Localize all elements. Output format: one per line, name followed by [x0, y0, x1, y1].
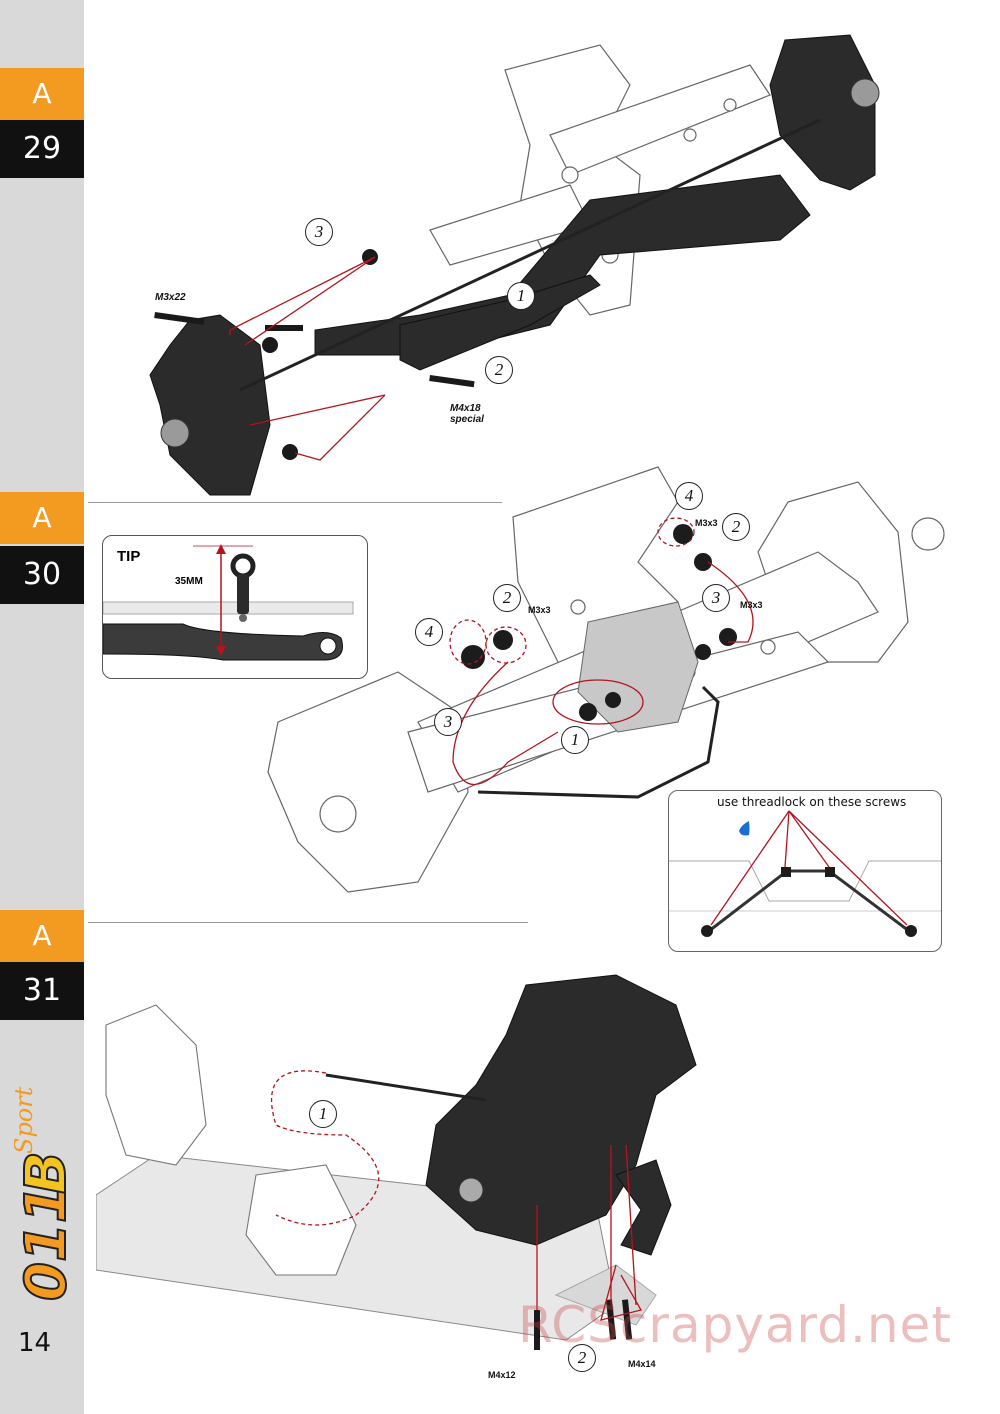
divider-step-31: [88, 922, 528, 923]
watermark: RCScrapyard.net: [518, 1296, 952, 1354]
step-number-31: 31: [0, 962, 84, 1020]
step-31-callout-2: 2: [568, 1344, 596, 1372]
step-30-callout-2b: 2: [722, 513, 750, 541]
step-30-diagram: [267, 466, 945, 893]
threadlock-diagram: [669, 810, 941, 937]
step-29-callout-3: 3: [305, 218, 333, 246]
screw-label-m3x22: M3x22: [155, 292, 186, 303]
step-letter-31: A: [0, 910, 84, 962]
threadlock-note: use threadlock on these screws: [717, 795, 907, 809]
divider-step-30: [88, 502, 502, 503]
tip-title: TIP: [117, 548, 141, 565]
tip-box: TIP 35MM: [102, 535, 368, 679]
step-30-callout-4b: 4: [675, 482, 703, 510]
brand-logo: 011 B Sport: [14, 1086, 76, 1302]
step-letter-30: A: [0, 492, 84, 544]
screw-label-m3x3-c: M3x3: [740, 600, 763, 610]
svg-text:Sport: Sport: [14, 1086, 38, 1154]
svg-text:011: 011: [14, 1184, 76, 1301]
step-number-29: 29: [0, 120, 84, 178]
threadlock-box: use threadlock on these screws: [668, 790, 942, 952]
tip-diagram: [103, 544, 354, 661]
step-letter-29: A: [0, 68, 84, 120]
screw-label-m3x3-b: M3x3: [695, 518, 718, 528]
screw-label-m3x3-a: M3x3: [528, 605, 551, 615]
screw-label-special: special: [450, 414, 484, 425]
step-30-callout-3b: 3: [702, 584, 730, 612]
step-30-callout-1: 1: [561, 726, 589, 754]
step-30-callout-2a: 2: [493, 584, 521, 612]
sidebar: [0, 0, 84, 1414]
step-29-callout-2: 2: [485, 356, 513, 384]
step-31-callout-1: 1: [309, 1100, 337, 1128]
svg-text:B: B: [14, 1151, 76, 1194]
step-31-diagram: [96, 974, 697, 1350]
page-number: 14: [18, 1328, 52, 1358]
tip-dimension: 35MM: [175, 576, 203, 587]
step-30-callout-3a: 3: [434, 708, 462, 736]
step-30-callout-4a: 4: [415, 618, 443, 646]
screw-label-m4x12: M4x12: [488, 1370, 516, 1380]
step-29-callout-1: 1: [507, 282, 535, 310]
step-number-30: 30: [0, 546, 84, 604]
screw-label-m4x14: M4x14: [628, 1359, 656, 1369]
step-29-diagram: [149, 34, 880, 496]
screw-label-m4x18: M4x18: [450, 403, 481, 414]
